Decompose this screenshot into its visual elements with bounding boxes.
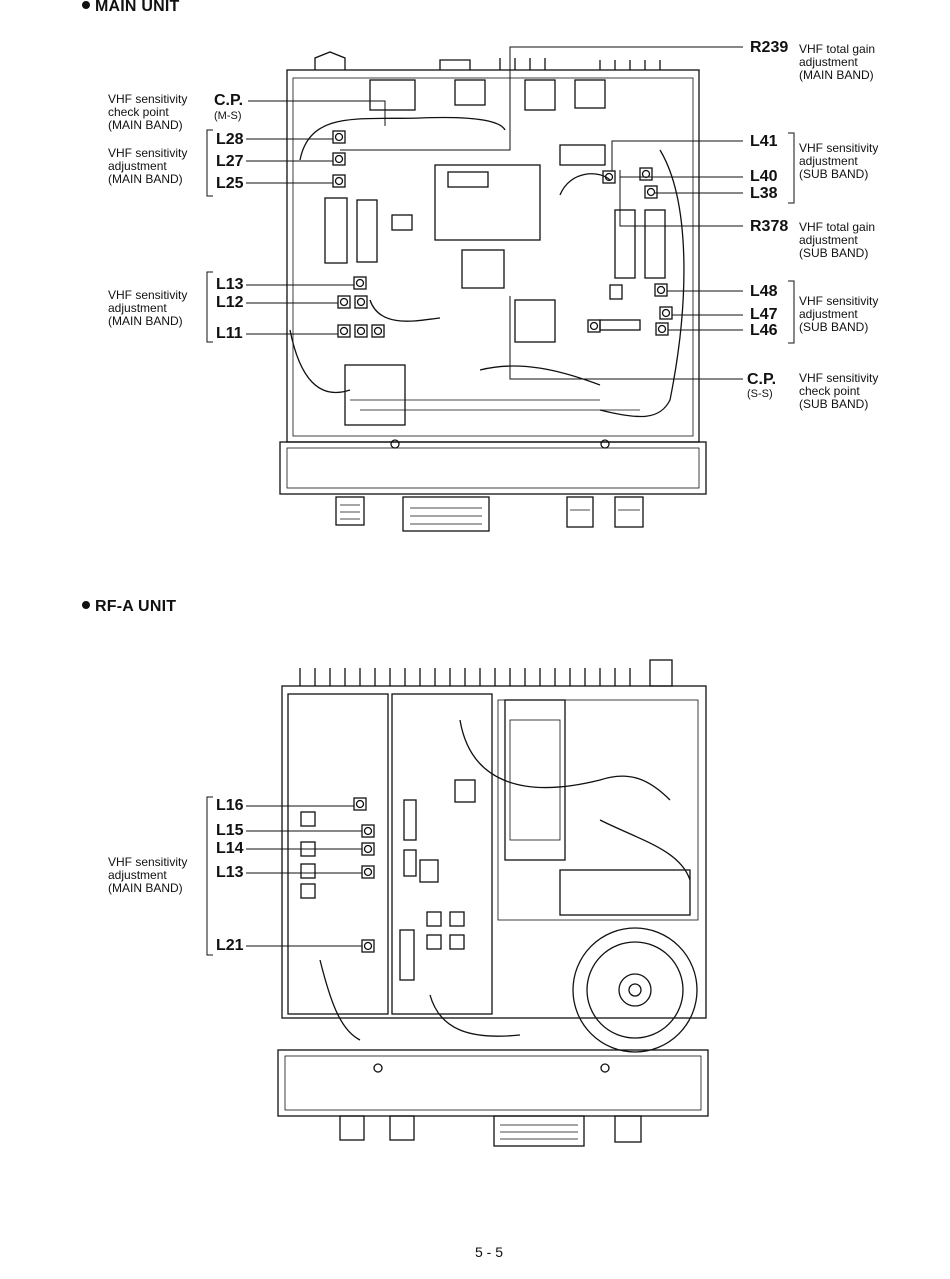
label-l25: L25 [216,175,244,192]
label-l12: L12 [216,294,244,311]
main-unit-leader-lines [206,46,795,380]
label-l46: L46 [750,322,778,339]
label-l16: L16 [216,797,244,814]
rfa-unit-chassis [277,659,709,1147]
label-r239: R239 [750,39,789,56]
label-l28: L28 [216,131,244,148]
label-l38: L38 [750,185,778,202]
desc-adjustment-sub-top: VHF sensitivity adjustment (SUB BAND) [799,141,879,181]
label-l27: L27 [216,153,244,170]
page-number: 5 - 5 [475,1244,504,1260]
desc-adjustment-rfa: VHF sensitivity adjustment (MAIN BAND) [108,855,188,895]
label-l40: L40 [750,168,778,185]
label-l47: L47 [750,306,778,323]
main-unit-chassis [279,51,707,532]
desc-r378: VHF total gain adjustment (SUB BAND) [799,220,876,260]
section-title-rfa-unit: RF-A UNIT [82,598,176,616]
label-l13-rfa: L13 [216,864,244,881]
bullet-icon [82,1,90,9]
desc-adjustment-main-mid: VHF sensitivity adjustment (MAIN BAND) [108,288,188,328]
desc-r239: VHF total gain adjustment (MAIN BAND) [799,42,876,82]
label-l14: L14 [216,840,244,857]
desc-check-point-main: VHF sensitivity check point (MAIN BAND) [108,92,188,132]
label-l11: L11 [216,325,243,342]
section-title-main-unit: MAIN UNIT [82,0,179,16]
rfa-unit-leader-lines [206,796,362,956]
label-cp-ms-sub: (M-S) [214,110,242,122]
label-l13-main: L13 [216,276,244,293]
label-l41: L41 [750,133,778,150]
desc-check-point-sub: VHF sensitivity check point (SUB BAND) [799,371,879,411]
label-cp-ss-sub: (S-S) [747,388,773,400]
label-r378: R378 [750,218,789,235]
desc-adjustment-sub-mid: VHF sensitivity adjustment (SUB BAND) [799,294,879,334]
label-cp-ss: C.P. [747,371,777,388]
bullet-icon [82,601,90,609]
label-l48: L48 [750,283,778,300]
label-l21: L21 [216,937,244,954]
desc-adjustment-main-top: VHF sensitivity adjustment (MAIN BAND) [108,146,188,186]
label-l15: L15 [216,822,244,839]
label-cp-ms: C.P. [214,92,244,109]
